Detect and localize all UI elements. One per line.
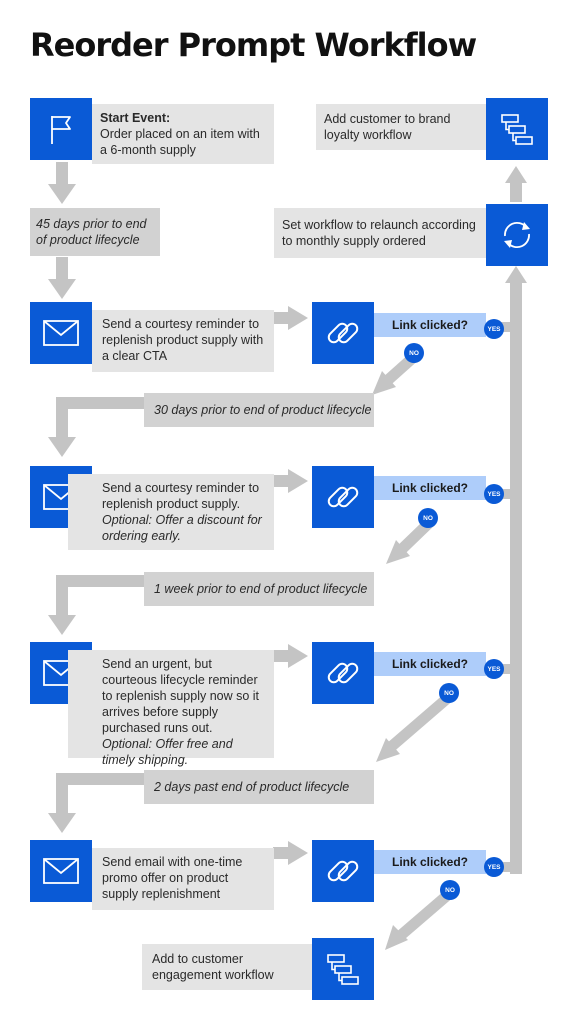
link-icon <box>312 466 374 528</box>
flag-icon <box>30 98 92 160</box>
page-title: Reorder Prompt Workflow <box>30 26 477 64</box>
delay-bar-1-week: 1 week prior to end of product lifecycle <box>144 572 374 606</box>
yes-badge: YES <box>484 857 504 877</box>
step-2-optional: Offer a discount for ordering early. <box>102 513 262 543</box>
engagement-workflow-text: Add to customer engagement workflow <box>152 952 274 982</box>
loyalty-workflow-text: Add customer to brand loyalty workflow <box>324 112 451 142</box>
relaunch-text: Set workflow to relaunch according to mo… <box>282 218 476 248</box>
start-event-box: Start Event: Order placed on an item wit… <box>92 104 274 164</box>
email-icon <box>30 840 92 902</box>
workflow-icon <box>486 98 548 160</box>
delay-bar-2-days: 2 days past end of product lifecycle <box>144 770 374 804</box>
delay-bar-45-days: 45 days prior to end of product lifecycl… <box>30 208 160 256</box>
loyalty-workflow-box: Add customer to brand loyalty workflow <box>316 104 486 150</box>
delay-label: 30 days prior to end of product lifecycl… <box>154 403 372 417</box>
delay-label: 2 days past end of product lifecycle <box>154 780 350 794</box>
workflow-icon <box>312 938 374 1000</box>
start-event-heading: Start Event: <box>100 111 171 125</box>
delay-bar-30-days: 30 days prior to end of product lifecycl… <box>144 393 374 427</box>
step-3-message-box: Send an urgent, but courteous lifecycle … <box>68 650 274 767</box>
yes-badge: YES <box>484 484 504 504</box>
link-icon <box>312 302 374 364</box>
no-badge: NO <box>418 508 438 528</box>
delay-label: 1 week prior to end of product lifecycle <box>154 582 368 596</box>
yes-badge: YES <box>484 319 504 339</box>
step-1-message: Send a courtesy reminder to replenish pr… <box>102 317 264 363</box>
optional-label: Optional: <box>102 513 153 527</box>
email-icon <box>30 302 92 364</box>
link-clicked-label: Link clicked? <box>374 313 486 337</box>
engagement-workflow-box: Add to customer engagement workflow <box>142 944 312 990</box>
relaunch-box: Set workflow to relaunch according to mo… <box>274 208 486 258</box>
step-3-message: Send an urgent, but courteous lifecycle … <box>102 657 260 735</box>
optional-label: Optional: <box>102 737 153 751</box>
link-clicked-label: Link clicked? <box>374 476 486 500</box>
step-2-message-box: Send a courtesy reminder to replenish pr… <box>68 474 274 550</box>
refresh-icon <box>486 204 548 266</box>
delay-label: 45 days prior to end of product lifecycl… <box>36 217 147 247</box>
link-clicked-label: Link clicked? <box>374 652 486 676</box>
link-icon <box>312 642 374 704</box>
no-badge: NO <box>404 343 424 363</box>
step-4-message-box: Send email with one-time promo offer on … <box>92 848 274 910</box>
step-1-message-box: Send a courtesy reminder to replenish pr… <box>92 310 274 372</box>
link-icon <box>312 840 374 902</box>
no-badge: NO <box>440 880 460 900</box>
yes-badge: YES <box>484 659 504 679</box>
start-event-text: Order placed on an item with a 6-month s… <box>100 127 260 157</box>
no-badge: NO <box>439 683 459 703</box>
step-3-optional: Offer free and timely shipping. <box>102 737 233 767</box>
step-4-message: Send email with one-time promo offer on … <box>102 855 243 901</box>
link-clicked-label: Link clicked? <box>374 850 486 874</box>
step-2-message: Send a courtesy reminder to replenish pr… <box>102 481 260 511</box>
